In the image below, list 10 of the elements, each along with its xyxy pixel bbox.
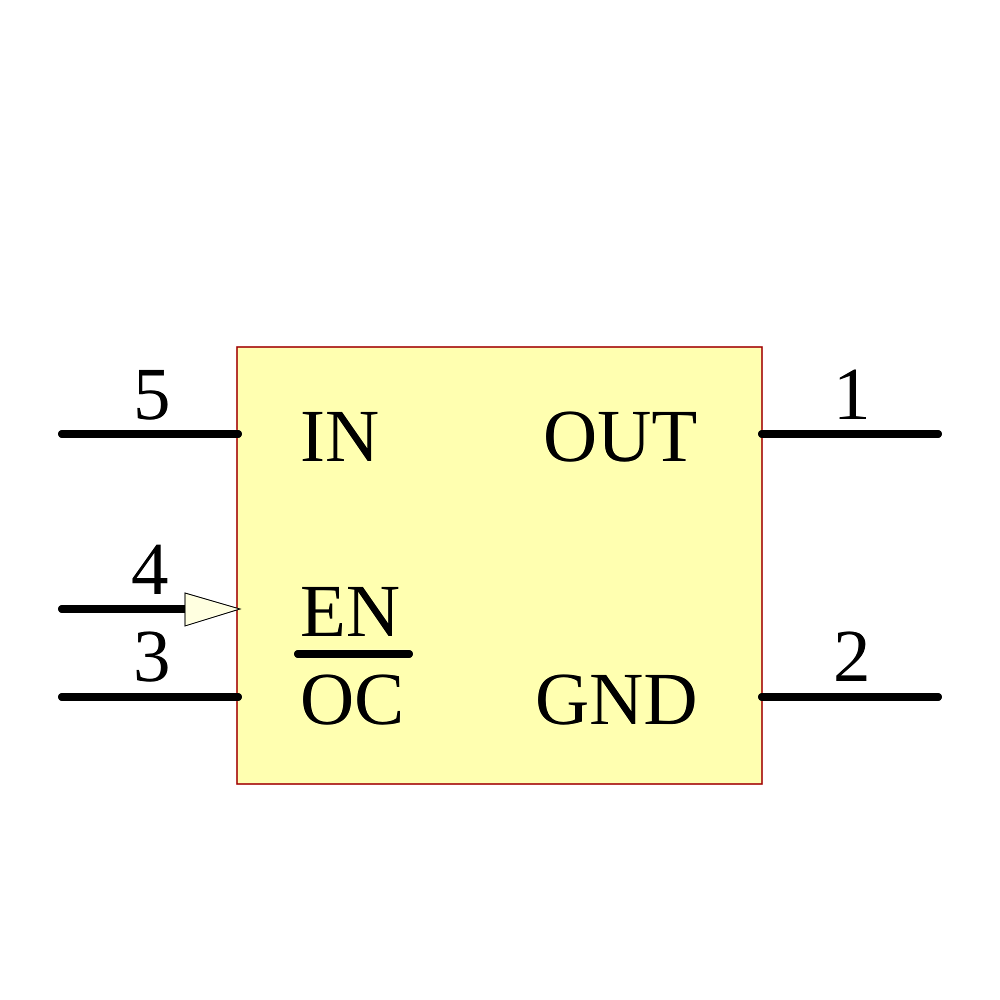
pin-name: GND [535, 662, 698, 737]
pin-name: OUT [543, 399, 698, 474]
pin-name: EN [300, 574, 400, 649]
pin-number: 1 [833, 357, 870, 432]
pin-number: 4 [131, 532, 168, 607]
pin-number: 3 [133, 619, 170, 694]
pin-name: OC [300, 662, 404, 737]
pin-name: IN [300, 399, 380, 474]
pin-number: 2 [833, 619, 870, 694]
pin-number: 5 [133, 357, 170, 432]
